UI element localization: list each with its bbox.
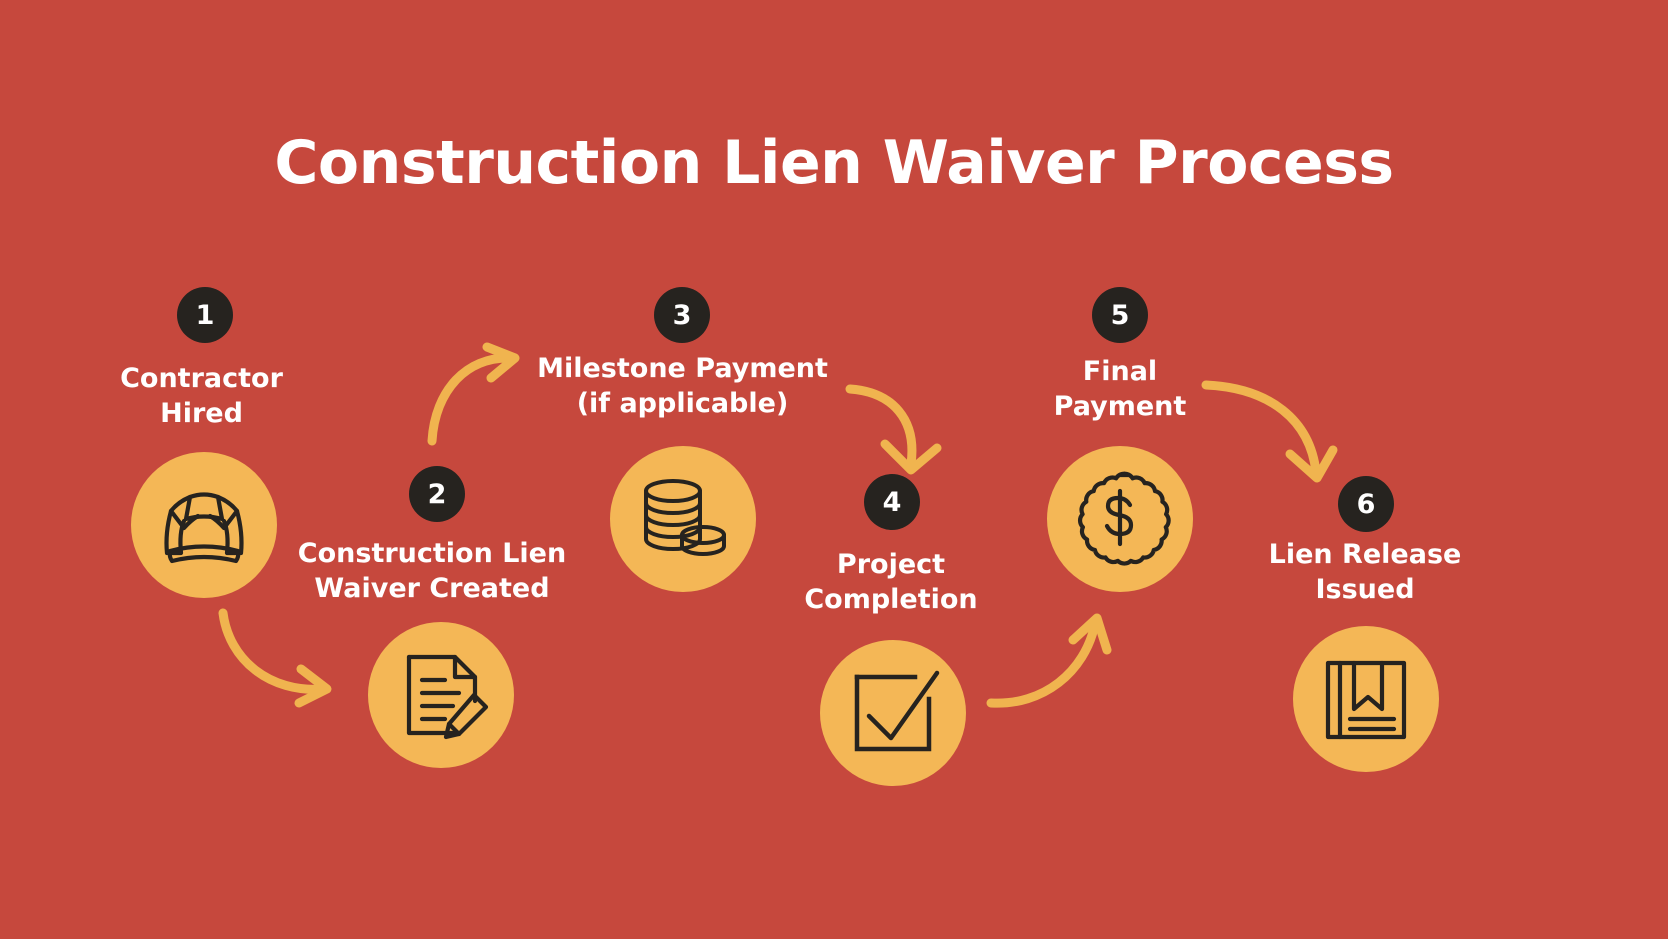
step-icon-circle-3[interactable]: [610, 446, 756, 592]
step-badge-2: 2: [409, 466, 465, 522]
arrow-step-3-to-4: [845, 382, 955, 477]
coins-stack-icon: [633, 469, 733, 569]
hard-hat-icon: [152, 473, 256, 577]
step-badge-1: 1: [177, 287, 233, 343]
step-label-4: Project Completion: [804, 549, 978, 615]
step-badge-3: 3: [654, 287, 710, 343]
certificate-ribbon-icon: [1316, 649, 1416, 749]
step-icon-circle-6[interactable]: [1293, 626, 1439, 772]
step-label-3: Milestone Payment (if applicable): [537, 353, 828, 419]
arrow-step-2-to-3: [425, 342, 535, 446]
arrow-step-1-to-2: [215, 605, 355, 708]
checkbox-check-icon: [843, 663, 943, 763]
step-icon-circle-1[interactable]: [131, 452, 277, 598]
step-icon-circle-5[interactable]: [1047, 446, 1193, 592]
step-badge-6: 6: [1338, 476, 1394, 532]
document-pencil-icon: [391, 645, 491, 745]
step-label-1: Contractor Hired: [120, 363, 283, 429]
step-icon-circle-2[interactable]: [368, 622, 514, 768]
step-label-5: Final Payment: [1053, 356, 1187, 422]
step-badge-4: 4: [864, 474, 920, 530]
step-label-6: Lien Release Issued: [1268, 539, 1462, 605]
step-badge-5: 5: [1092, 287, 1148, 343]
page-title: Construction Lien Waiver Process: [274, 128, 1394, 198]
step-label-2: Construction Lien Waiver Created: [297, 538, 567, 604]
step-icon-circle-4[interactable]: [820, 640, 966, 786]
dollar-seal-icon: [1068, 467, 1172, 571]
arrow-step-4-to-5: [985, 610, 1112, 710]
